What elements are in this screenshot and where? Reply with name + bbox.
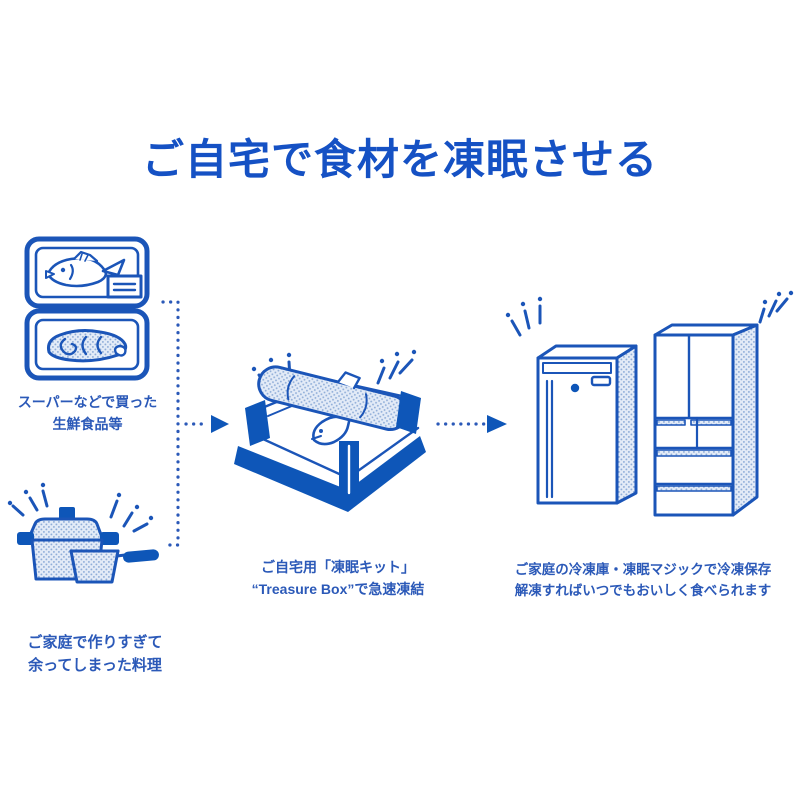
arrow-right-icon: [161, 300, 229, 547]
caption-line: ご家庭の冷凍庫・凍眠マジックで冷凍保存: [514, 562, 772, 577]
sparkle-icon: [7, 482, 49, 517]
treasure-box-kit-icon: [234, 349, 426, 512]
sparkle-icon: [505, 296, 543, 337]
caption-storage: ご家庭の冷凍庫・凍眠マジックで冷凍保存 解凍すればいつでもおいしく食べられます: [478, 560, 800, 602]
caption-line: 余ってしまった料理: [28, 657, 162, 675]
sparkle-icon: [109, 492, 154, 533]
caption-line: 解凍すればいつでもおいしく食べられます: [514, 582, 772, 598]
cooking-pots-icon: [7, 482, 159, 584]
sparkle-icon: [376, 349, 417, 385]
caption-line: 生鮮食品等: [52, 415, 123, 432]
caption-line: スーパーなどで買った: [17, 394, 158, 410]
freezer-icon: [505, 296, 638, 505]
caption-kit: ご自宅用「凍眠キット」 “Treasure Box”で急速凍結: [228, 557, 448, 600]
caption-leftover: ご家庭で作りすぎて 余ってしまった料理: [5, 631, 185, 678]
sparkle-icon: [758, 290, 794, 324]
arrow-right-icon: [436, 415, 507, 433]
page-title: ご自宅で食材を凍眠させる: [141, 136, 658, 183]
fish-tray-icon: [24, 236, 150, 309]
caption-supermarket: スーパーなどで買った 生鮮食品等: [5, 392, 170, 435]
caption-line: “Treasure Box”で急速凍結: [251, 580, 425, 597]
meat-tray-icon: [24, 308, 150, 381]
caption-line: ご自宅用「凍眠キット」: [261, 559, 415, 575]
refrigerator-icon: [653, 290, 794, 517]
caption-line: ご家庭で作りすぎて: [27, 634, 163, 651]
